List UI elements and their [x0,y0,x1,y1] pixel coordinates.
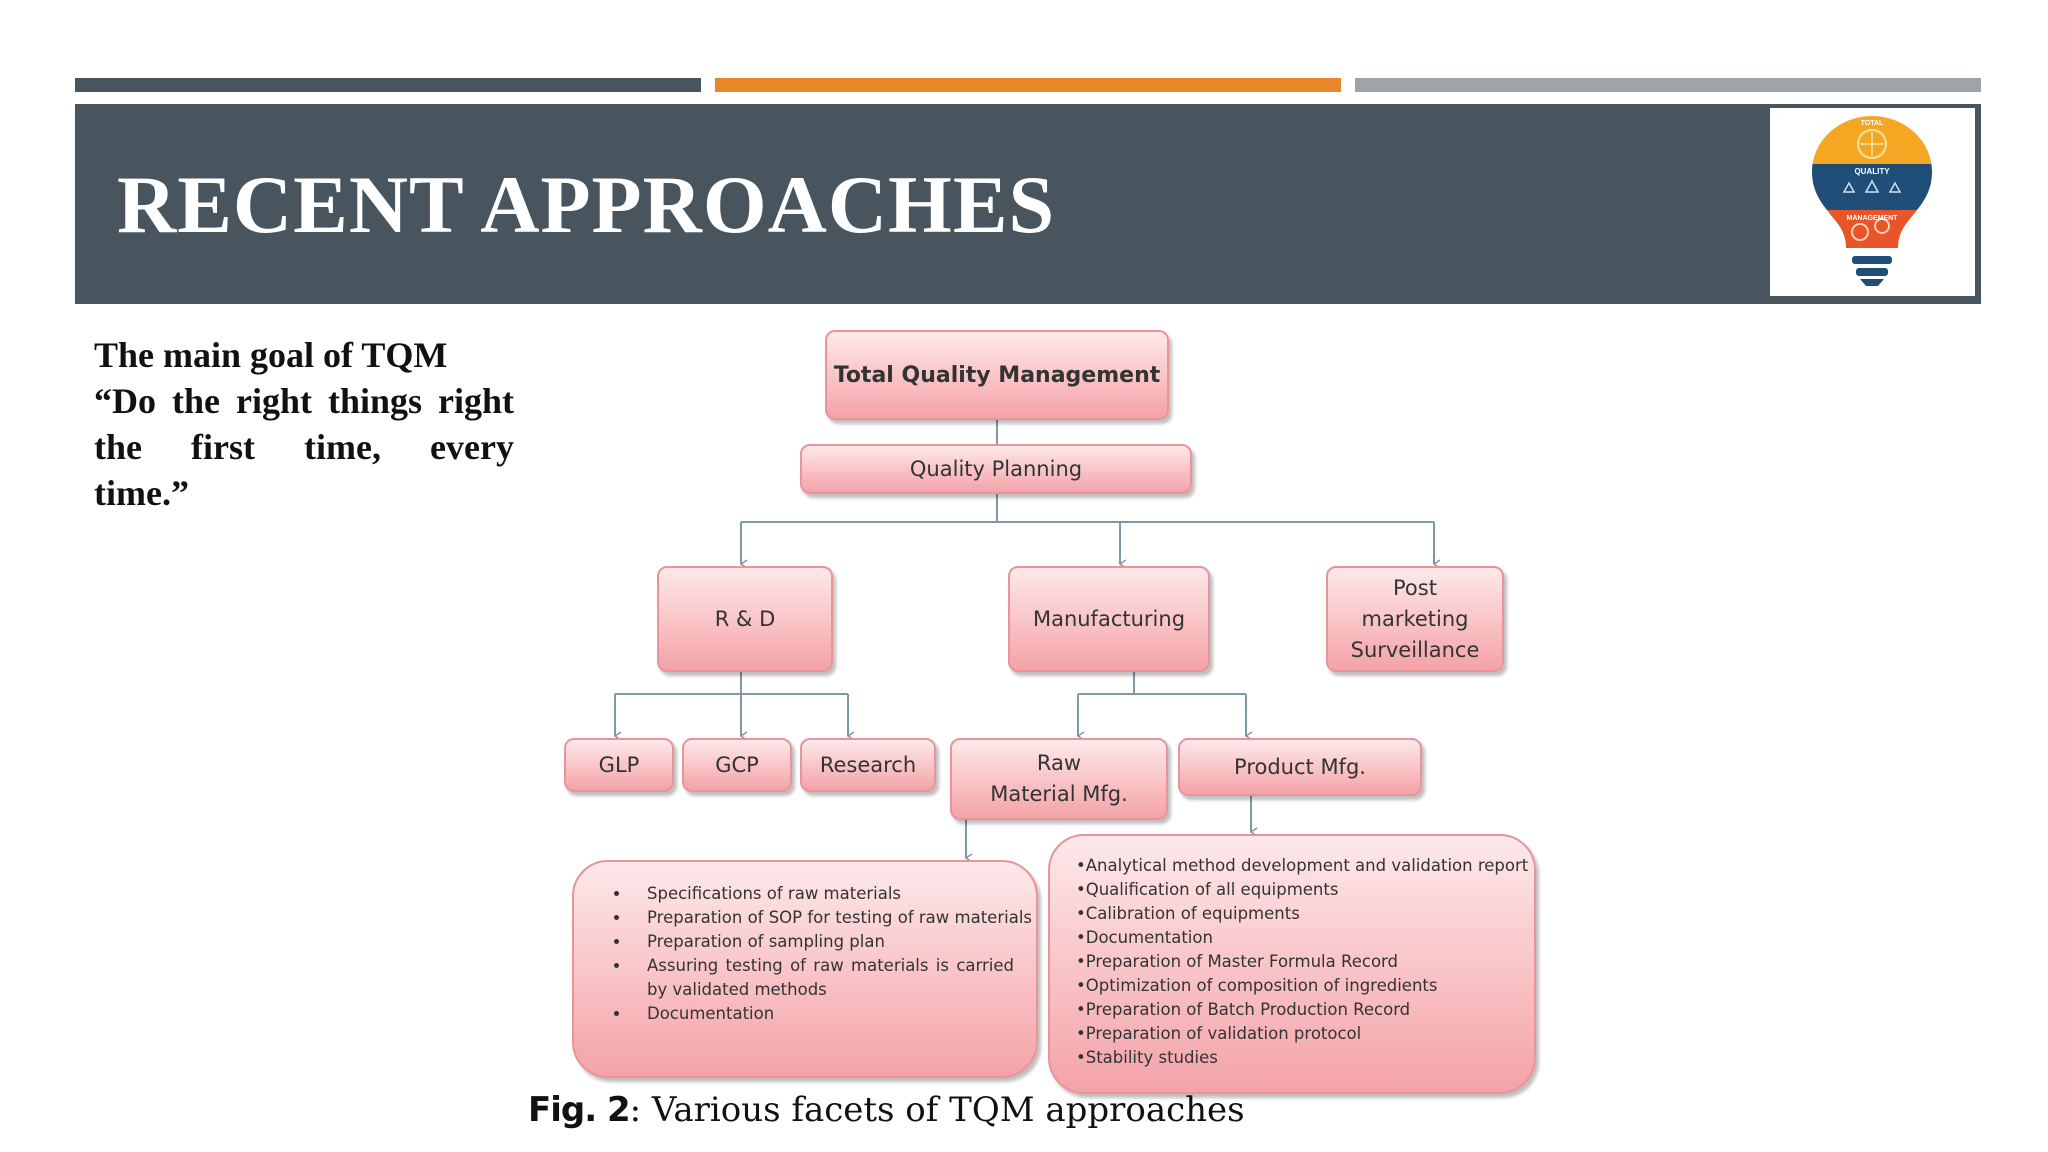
figure-label: Fig. 2 [528,1090,631,1130]
raw-material-details-box: Specifications of raw materials Preparat… [572,860,1038,1078]
node-rnd: R & D [657,566,833,672]
product-mfg-details-box: •Analytical method development and valid… [1048,834,1536,1094]
node-glp: GLP [564,738,674,792]
figure-caption: Fig. 2: Various facets of TQM approaches [528,1090,1245,1130]
list-item: •Calibration of equipments [1076,904,1300,923]
list-item: Preparation of sampling plan [631,930,1036,954]
node-post-marketing-surveillance: Post marketing Surveillance [1326,566,1504,672]
node-label-line: marketing [1361,606,1469,631]
title-banner: RECENT APPROACHES TOTAL QUALITY MANAGEME… [75,104,1981,304]
tqm-goal-statement: The main goal of TQM “Do the right thing… [94,332,514,516]
node-research: Research [800,738,936,792]
svg-text:MANAGEMENT: MANAGEMENT [1847,215,1899,222]
node-total-quality-management: Total Quality Management [825,330,1169,420]
accent-bar-orange [715,78,1341,92]
list-item: •Preparation of validation protocol [1076,1024,1362,1043]
list-item: •Optimization of composition of ingredie… [1076,976,1438,995]
slide-title: RECENT APPROACHES [117,159,1056,250]
svg-text:TOTAL: TOTAL [1861,120,1884,127]
goal-line: time.” [94,473,189,513]
list-item: Specifications of raw materials [631,882,1036,906]
node-label-line: Surveillance [1350,637,1480,662]
node-label-line: Raw [1036,751,1082,775]
node-raw-material-mfg: Raw Material Mfg. [950,738,1168,820]
node-manufacturing: Manufacturing [1008,566,1210,672]
list-item: •Preparation of Master Formula Record [1076,952,1399,971]
node-product-mfg: Product Mfg. [1178,738,1422,796]
goal-line: The main goal of TQM [94,335,448,375]
svg-text:QUALITY: QUALITY [1854,167,1890,176]
figure-caption-text: : Various facets of TQM approaches [629,1090,1245,1130]
tqm-lightbulb-icon: TOTAL QUALITY MANAGEMENT [1812,116,1932,286]
node-label-line: Material Mfg. [990,782,1128,806]
list-item: •Preparation of Batch Production Record [1076,1000,1411,1019]
list-item: Preparation of SOP for testing of raw ma… [631,906,1036,930]
accent-bar-gray [1355,78,1981,92]
accent-bar-dark [75,78,701,92]
goal-line: the first time, every [94,427,514,467]
goal-line: “Do the right things right [94,381,514,421]
list-item: •Analytical method development and valid… [1076,856,1529,875]
list-item: Assuring testing of raw materials is car… [631,954,1036,1002]
node-gcp: GCP [682,738,792,792]
list-item: •Documentation [1076,928,1213,947]
node-label-line: Post [1393,575,1437,600]
logo-panel: TOTAL QUALITY MANAGEMENT [1770,108,1975,296]
node-quality-planning: Quality Planning [800,444,1192,494]
list-item: Documentation [631,1002,1036,1026]
raw-material-details-list: Specifications of raw materials Preparat… [574,882,1036,1026]
list-item: •Stability studies [1076,1048,1218,1067]
list-item: •Qualification of all equipments [1076,880,1339,899]
